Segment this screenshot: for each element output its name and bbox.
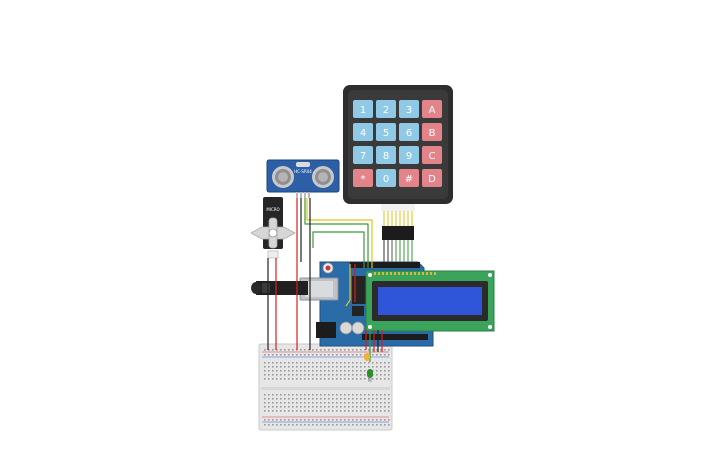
wire-green[interactable]: [312, 231, 365, 268]
keypad-key-label: C: [429, 151, 436, 162]
keypad-key-label: 5: [383, 128, 389, 139]
keypad-key[interactable]: 3: [399, 100, 419, 118]
capacitor: [351, 321, 365, 335]
wire-yellow[interactable]: [306, 198, 373, 268]
keypad-key[interactable]: 4: [353, 123, 373, 141]
keypad-4x4[interactable]: 1 2 3 A 4 5 6 B 7 8 9 C * 0 # D: [343, 85, 453, 262]
mounting-hole: [368, 273, 372, 277]
capacitor: [339, 321, 353, 335]
keypad-key[interactable]: *: [353, 169, 373, 187]
keypad-key[interactable]: B: [422, 123, 442, 141]
mounting-hole: [368, 325, 372, 329]
lcd-screen: [378, 287, 482, 315]
keypad-key-label: 6: [406, 128, 412, 139]
wires: [267, 198, 383, 362]
keypad-key-label: #: [405, 174, 413, 185]
keypad-key-label: 0: [383, 174, 389, 185]
analog-header: [362, 334, 428, 340]
led-green[interactable]: [367, 369, 373, 382]
keypad-key-label: 2: [383, 105, 389, 116]
keypad-key-label: 8: [383, 151, 389, 162]
microcontroller-chip: [352, 276, 366, 304]
breadboard[interactable]: [258, 343, 393, 431]
keypad-key[interactable]: #: [399, 169, 419, 187]
mounting-hole: [488, 325, 492, 329]
keypad-key[interactable]: C: [422, 146, 442, 164]
power-jack: [316, 322, 336, 338]
keypad-key[interactable]: 0: [376, 169, 396, 187]
crystal: [296, 162, 310, 167]
breadboard-holes: [264, 349, 390, 426]
keypad-key-label: 1: [360, 105, 366, 116]
led-red[interactable]: [364, 353, 370, 361]
digital-header: [350, 262, 420, 268]
wire-yellow[interactable]: [345, 264, 351, 307]
keypad-key-label: 3: [406, 105, 412, 116]
servo-label: MICRO: [266, 207, 279, 212]
lcd-pin-header: [374, 272, 436, 275]
keypad-key[interactable]: 7: [353, 146, 373, 164]
wire-green[interactable]: [304, 198, 369, 268]
keypad-key-label: A: [429, 105, 436, 116]
keypad-key-label: *: [361, 174, 366, 185]
keypad-key[interactable]: A: [422, 100, 442, 118]
sensor-label: HC-SR04: [294, 169, 312, 174]
keypad-key[interactable]: 1: [353, 100, 373, 118]
mounting-hole: [488, 273, 492, 277]
keypad-key-label: 4: [360, 128, 366, 139]
keypad-key[interactable]: 6: [399, 123, 419, 141]
keypad-key[interactable]: 2: [376, 100, 396, 118]
keypad-key-label: D: [428, 174, 436, 185]
keypad-key-label: 7: [360, 151, 366, 162]
keypad-key[interactable]: 9: [399, 146, 419, 164]
micro-servo[interactable]: MICRO: [250, 197, 296, 259]
keypad-key-label: 9: [406, 151, 412, 162]
keypad-ribbon-cable: [382, 211, 414, 262]
keypad-key[interactable]: 8: [376, 146, 396, 164]
keypad-key[interactable]: 5: [376, 123, 396, 141]
lcd-16x2[interactable]: [365, 270, 495, 332]
keypad-key[interactable]: D: [422, 169, 442, 187]
ultrasonic-sensor[interactable]: HC-SR04: [266, 159, 340, 198]
potentiometer[interactable]: [251, 281, 308, 295]
keypad-key-label: B: [429, 128, 436, 139]
keypad-keys: 1 2 3 A 4 5 6 B 7 8 9 C * 0 # D: [353, 100, 442, 187]
